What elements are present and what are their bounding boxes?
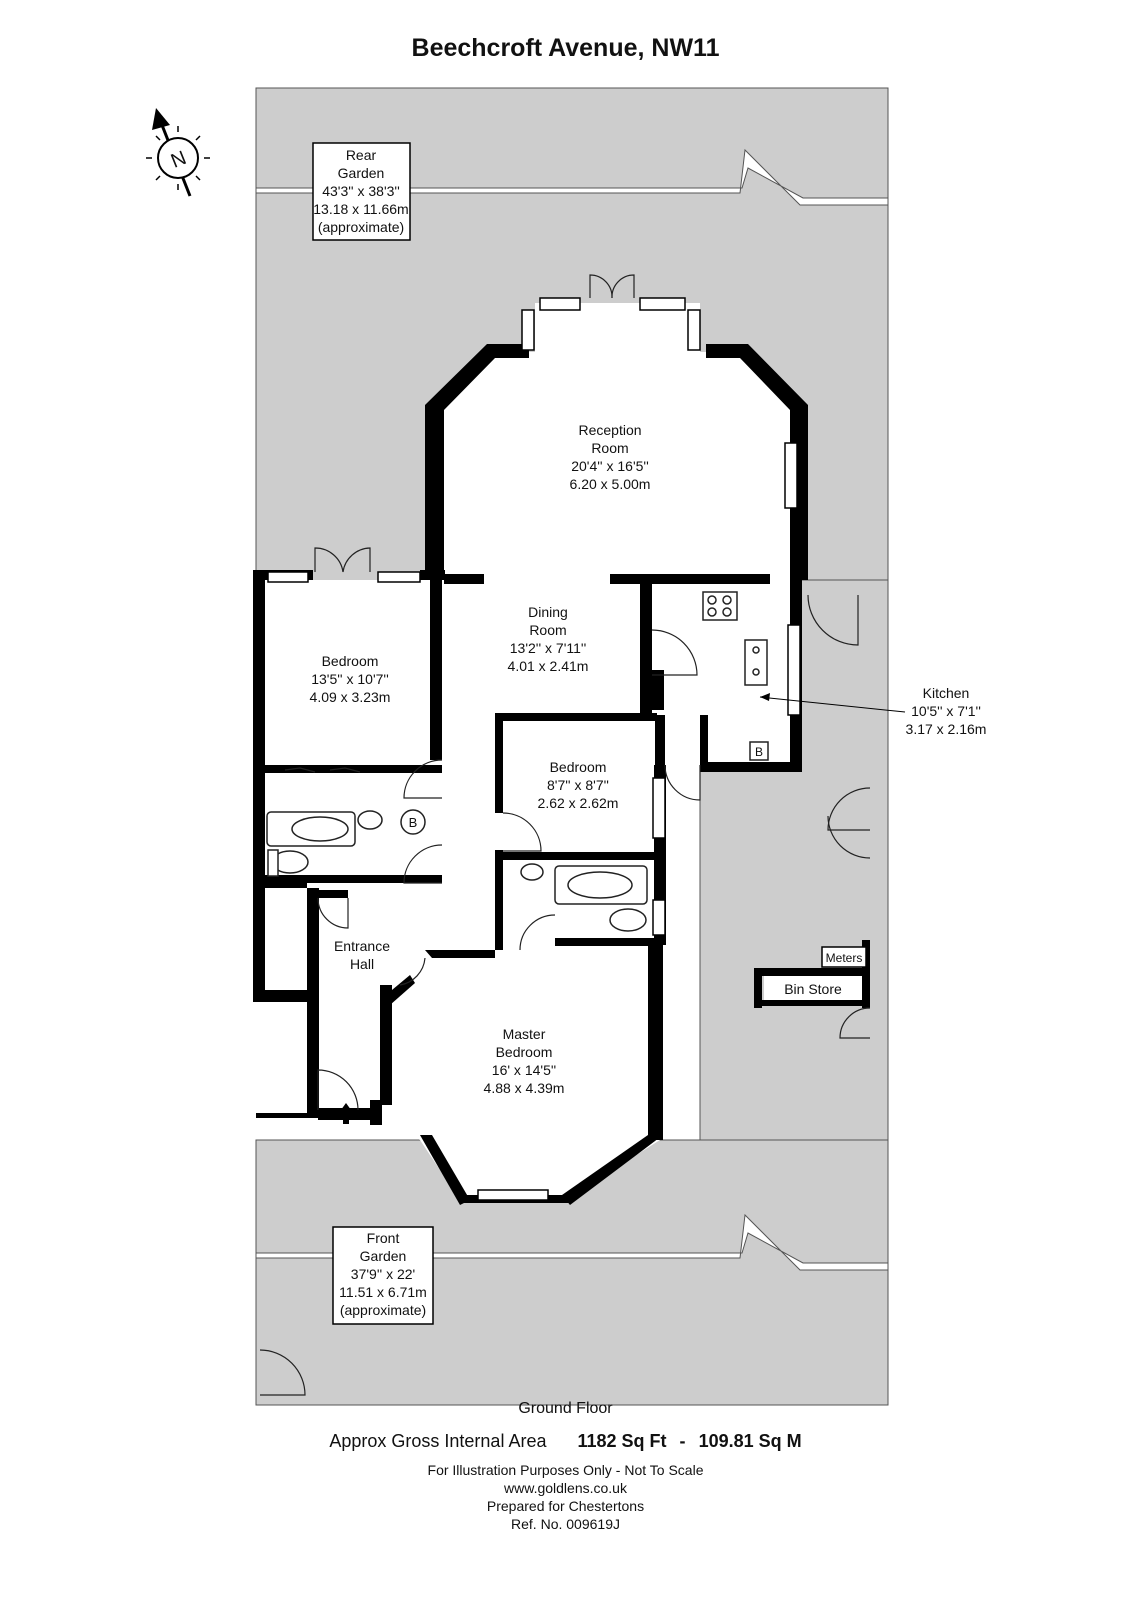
website-text: www.goldlens.co.uk xyxy=(504,1480,627,1496)
kitchen-leader-line xyxy=(759,696,906,713)
room-label-line: Bedroom xyxy=(550,759,607,775)
room-label-line: Garden xyxy=(360,1248,407,1264)
room-label-line: (approximate) xyxy=(340,1302,426,1318)
room-label-line: Dining xyxy=(528,604,568,620)
room-label-line: 13.18 x 11.66m xyxy=(313,201,408,217)
front-garden-label-box xyxy=(332,1226,434,1325)
toilet-2 xyxy=(609,908,647,932)
boiler-2-label: B xyxy=(755,745,763,759)
room-label-line: 13'2'' x 7'11'' xyxy=(510,640,587,656)
area-sqm: 109.81 Sq M xyxy=(698,1431,802,1451)
bedroom-2-label: Bedroom 8'7'' x 8'7'' 2.62 x 2.62m xyxy=(538,759,619,811)
room-label-line: Bedroom xyxy=(496,1044,553,1060)
window-reception-3 xyxy=(521,309,535,351)
doors xyxy=(259,274,871,1396)
room-label-line: 4.09 x 3.23m xyxy=(310,689,391,705)
boiler-1-label: B xyxy=(409,815,418,830)
bin-store-label: Bin Store xyxy=(784,981,842,997)
compass: N xyxy=(146,108,210,197)
room-label-line: 6.20 x 5.00m xyxy=(570,476,651,492)
window-bedroom-1 xyxy=(267,571,309,583)
room-label-line: Master xyxy=(503,1026,546,1042)
room-label-line: Kitchen xyxy=(923,685,970,701)
room-label-line: 3.17 x 2.16m xyxy=(906,721,987,737)
room-label-line: Garden xyxy=(338,165,385,181)
floor-label: Ground Floor xyxy=(518,1400,613,1417)
room-label-line: Front xyxy=(367,1230,400,1246)
window-bath xyxy=(652,899,666,936)
window-reception-2 xyxy=(639,297,686,311)
room-label-line: 2.62 x 2.62m xyxy=(538,795,619,811)
page-title: Beechcroft Avenue, NW11 xyxy=(411,34,720,62)
room-label-line: Bedroom xyxy=(322,653,379,669)
room-label-line: 4.88 x 4.39m xyxy=(484,1080,565,1096)
entrance-arrow-icon xyxy=(338,1103,354,1124)
disclaimer: For Illustration Purposes Only - Not To … xyxy=(427,1462,704,1478)
room-label-line: Reception xyxy=(578,422,641,438)
boiler-2 xyxy=(749,741,769,761)
prepared-for: Prepared for Chestertons xyxy=(486,1498,645,1514)
area-sqft: 1182 Sq Ft xyxy=(577,1431,667,1451)
window-bedroom-3 xyxy=(652,777,666,839)
hob xyxy=(702,591,738,621)
room-label-line: 13'5'' x 10'7'' xyxy=(311,671,389,687)
room-label-line: 4.01 x 2.41m xyxy=(508,658,589,674)
basin-1 xyxy=(357,810,383,830)
room-label-line: 10'5'' x 7'1'' xyxy=(911,703,981,719)
boiler-1-icon xyxy=(400,809,426,835)
kitchen-label: Kitchen 10'5'' x 7'1'' 3.17 x 2.16m xyxy=(906,685,987,737)
area-line: Approx Gross Internal Area 1182 Sq Ft - … xyxy=(0,1431,1131,1452)
bedroom-1-label: Bedroom 13'5'' x 10'7'' 4.09 x 3.23m xyxy=(310,653,391,705)
room-label-line: Rear xyxy=(346,147,377,163)
room-label-line: 16' x 14'5'' xyxy=(492,1062,556,1078)
meters-label: Meters xyxy=(826,951,863,965)
window-reception-1 xyxy=(539,297,581,311)
basin-2 xyxy=(520,863,544,881)
meters-box xyxy=(821,946,867,968)
room-label-line: Room xyxy=(591,440,628,456)
sink xyxy=(744,639,768,686)
window-reception-5 xyxy=(784,442,798,509)
rear-garden-label-box xyxy=(312,142,411,241)
fixtures xyxy=(266,591,769,932)
window-reception-4 xyxy=(687,309,701,351)
room-label-line: (approximate) xyxy=(318,219,404,235)
window-bedroom-2 xyxy=(377,571,421,583)
room-label-line: Entrance xyxy=(334,938,390,954)
bin-store-box xyxy=(764,976,862,1000)
room-label-line: 43'3'' x 38'3'' xyxy=(322,183,400,199)
room-label-line: 8'7'' x 8'7'' xyxy=(547,777,609,793)
room-label-line: 11.51 x 6.71m xyxy=(339,1284,427,1300)
reference-number: Ref. No. 009619J xyxy=(511,1516,620,1532)
room-label-line: 20'4'' x 16'5'' xyxy=(571,458,649,474)
room-label-line: Room xyxy=(529,622,566,638)
area-label: Approx Gross Internal Area xyxy=(329,1431,547,1451)
room-label-line: Hall xyxy=(350,956,374,972)
area-separator: - xyxy=(679,1431,686,1451)
window-bay-1 xyxy=(477,1189,549,1201)
window-kitchen xyxy=(787,624,801,716)
room-label-line: 37'9'' x 22' xyxy=(351,1266,415,1282)
windows xyxy=(267,297,801,1201)
